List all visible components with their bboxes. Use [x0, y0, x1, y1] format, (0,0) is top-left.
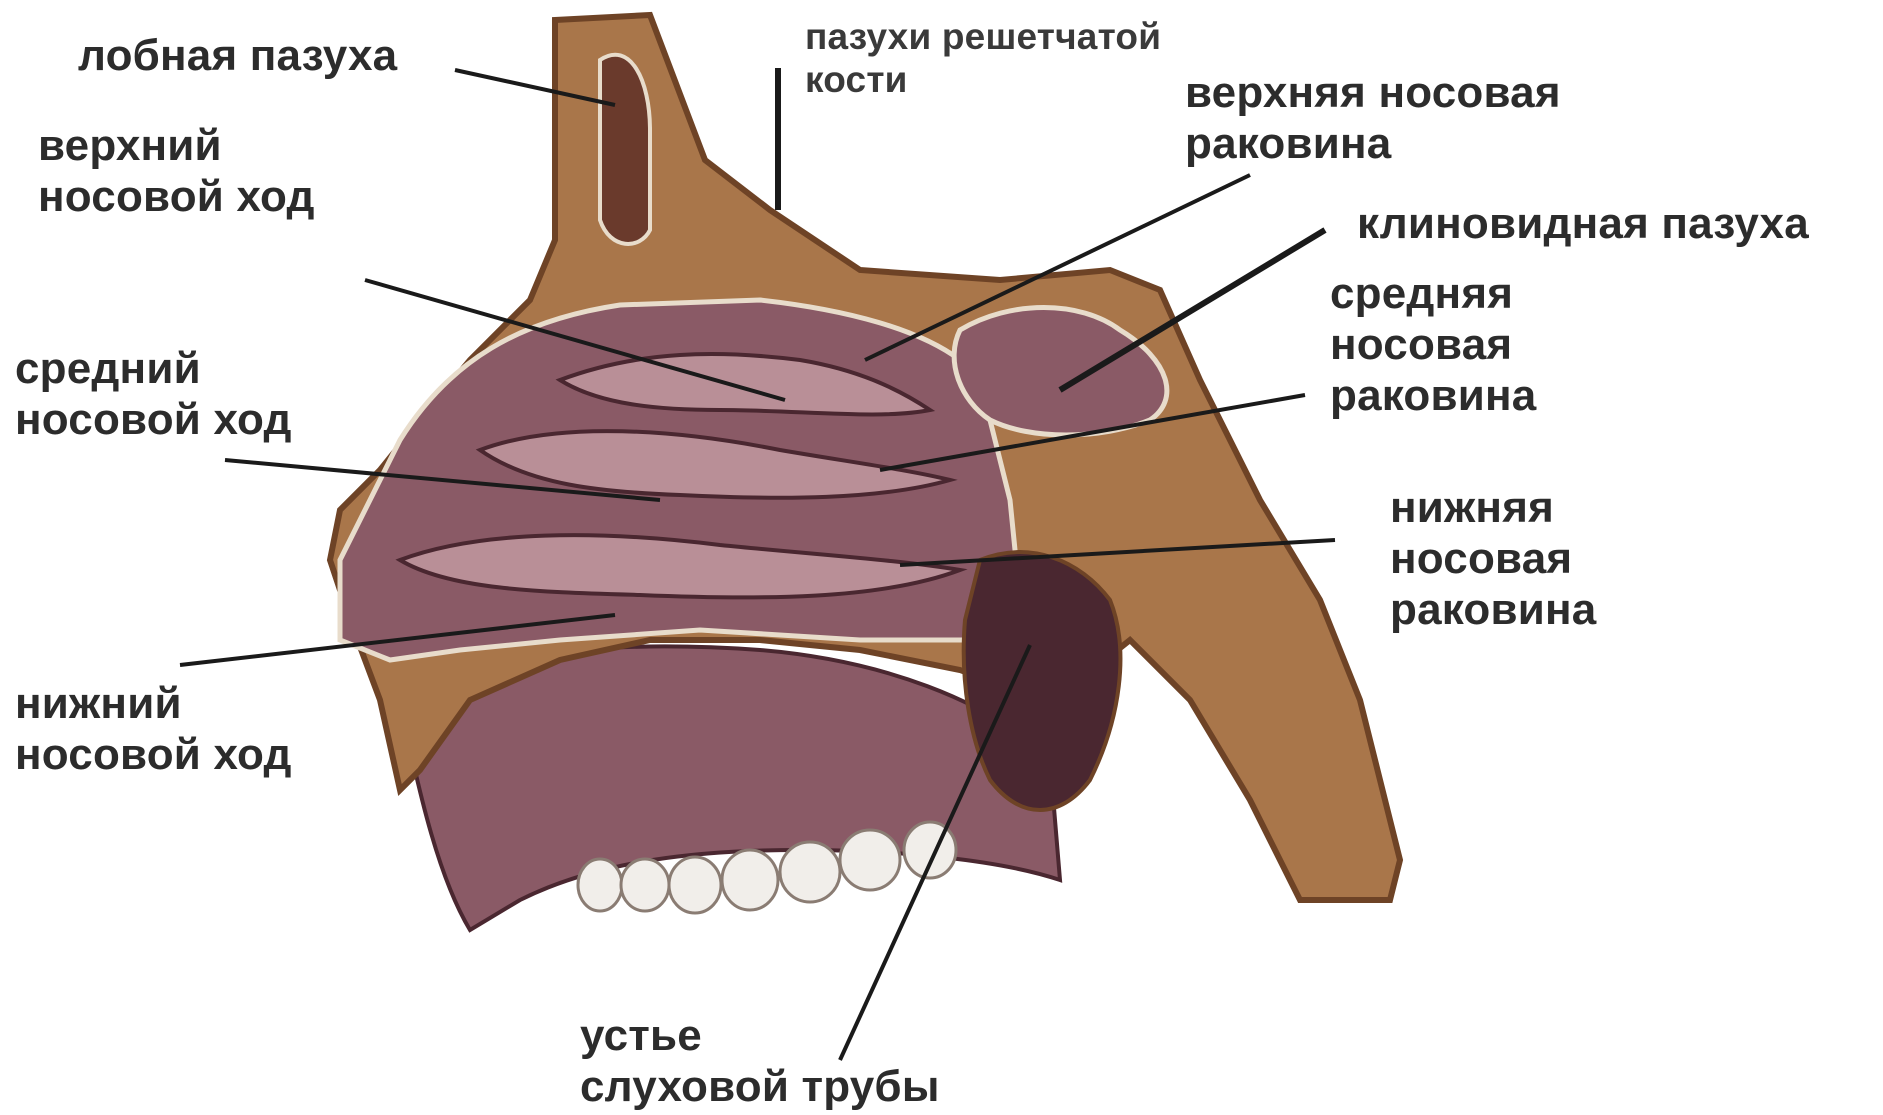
label-inferior-meatus: нижний носовой ход: [15, 678, 292, 780]
label-middle-concha: средняя носовая раковина: [1330, 268, 1536, 421]
label-superior-meatus: верхний носовой ход: [38, 120, 315, 222]
label-eustachian-opening: устье слуховой трубы: [580, 1010, 940, 1112]
label-ethmoid-sinuses: пазухи решетчатой кости: [805, 16, 1161, 102]
frontal-sinus-shape: [600, 55, 650, 244]
label-superior-concha: верхняя носовая раковина: [1185, 67, 1561, 169]
nasopharynx-shape: [964, 552, 1121, 810]
label-frontal-sinus: лобная пазуха: [78, 30, 397, 81]
label-inferior-concha: нижняя носовая раковина: [1390, 482, 1596, 635]
label-middle-meatus: средний носовой ход: [15, 343, 292, 445]
label-sphenoid-sinus: клиновидная пазуха: [1357, 198, 1809, 249]
